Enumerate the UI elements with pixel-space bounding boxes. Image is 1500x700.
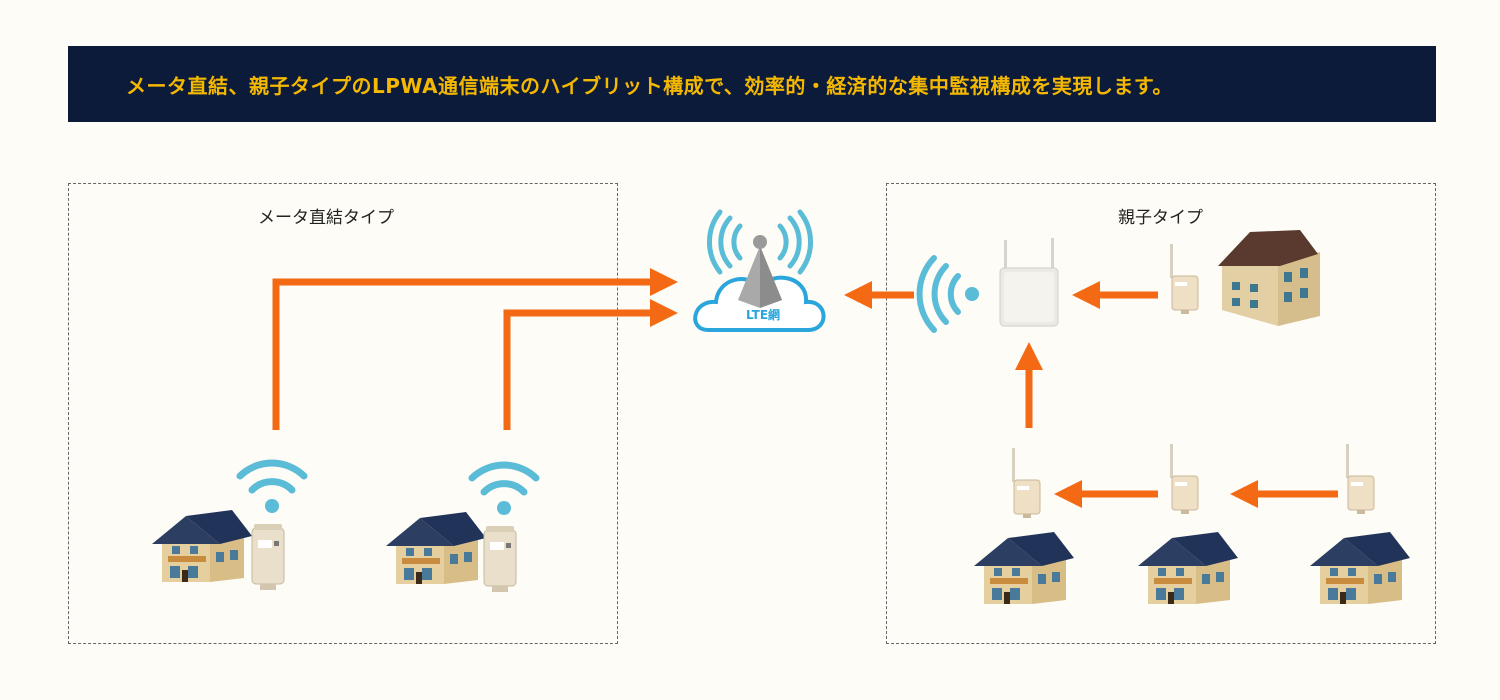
meter-device-icon: [1169, 243, 1199, 315]
antenna-tower-icon: [706, 209, 814, 308]
banner-title: メータ直結、親子タイプのLPWA通信端末のハイブリット構成で、効率的・経済的な集…: [126, 73, 1173, 98]
meter-device-icon: [1345, 443, 1375, 515]
parent-child-group: [886, 183, 1436, 644]
meter-device-icon: [483, 525, 517, 593]
parent-child-label: 親子タイプ: [1118, 208, 1203, 228]
house-icon: [974, 532, 1074, 604]
meter-device-icon: [1169, 443, 1199, 515]
lte-network-label: LTE網: [745, 308, 781, 322]
arrow-left-2: [503, 299, 678, 430]
house-icon: [386, 512, 486, 584]
meter-direct-label: メータ直結タイプ: [258, 208, 394, 228]
arrow-left-1: [272, 268, 678, 430]
header-banner: メータ直結、親子タイプのLPWA通信端末のハイブリット構成で、効率的・経済的な集…: [68, 46, 1436, 122]
meter-device-icon: [251, 523, 285, 591]
house-icon: [1310, 532, 1410, 604]
meter-direct-group: [68, 183, 618, 644]
meter-device-icon: [1011, 447, 1041, 519]
wifi-icon: [240, 463, 304, 513]
lte-network-group: [693, 209, 826, 332]
house-icon: [1138, 532, 1238, 604]
house-icon: [152, 510, 252, 582]
apartment-icon: [1218, 230, 1320, 326]
wifi-icon: [472, 465, 536, 515]
gateway-icon: [999, 238, 1059, 327]
signal-waves-icon: [916, 255, 979, 333]
